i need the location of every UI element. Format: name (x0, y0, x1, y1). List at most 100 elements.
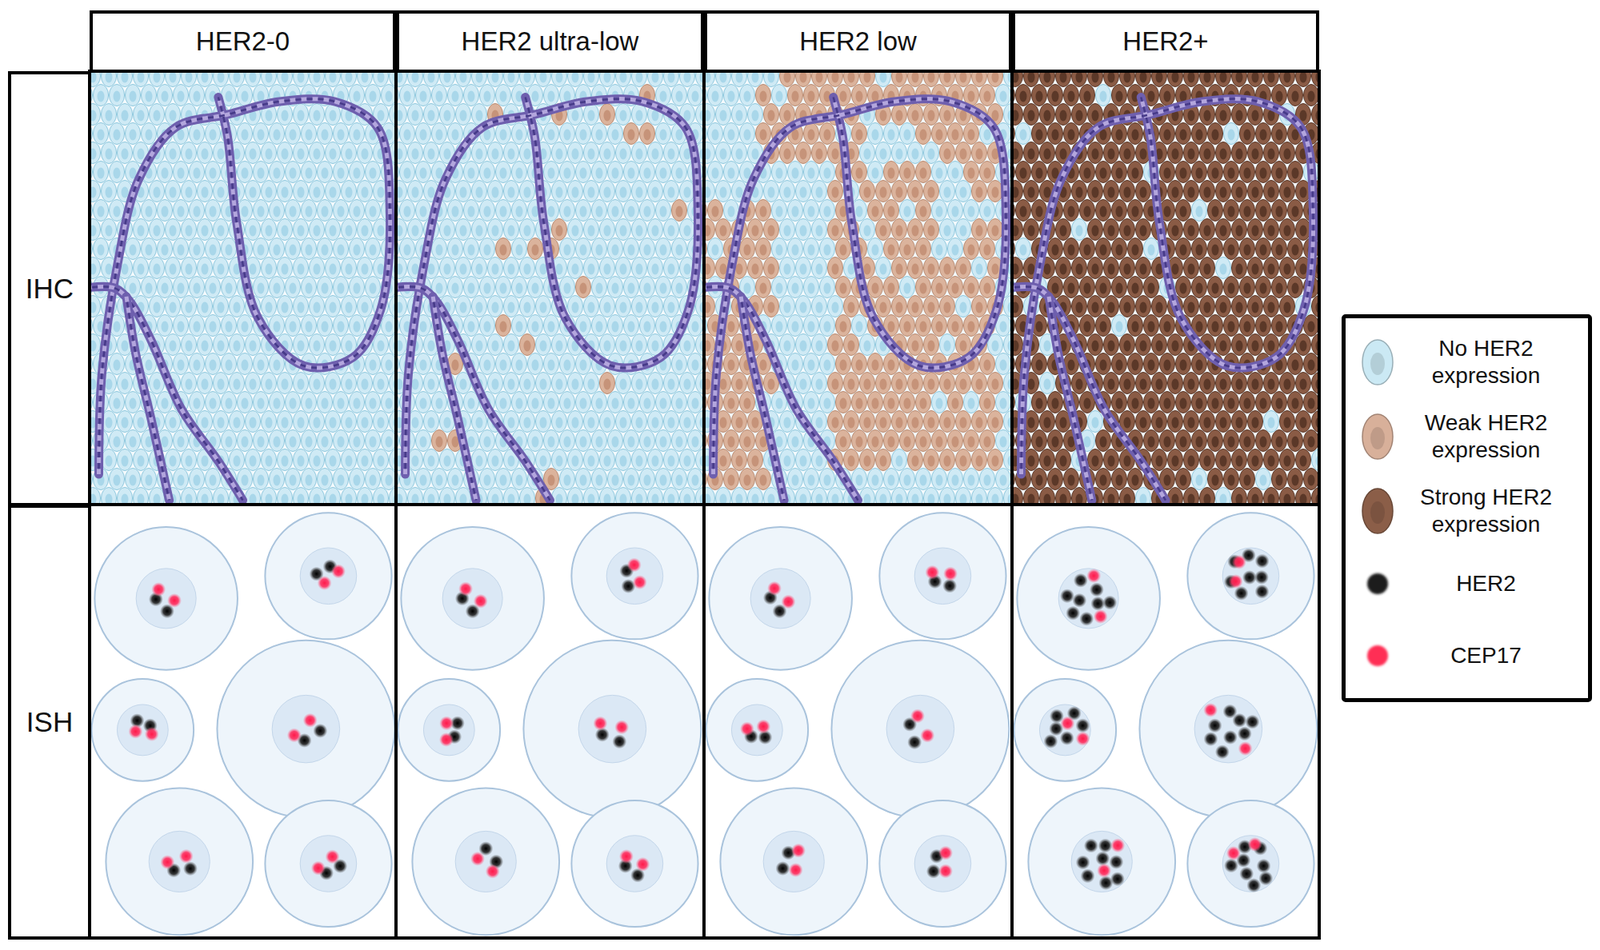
cell-nucleus (353, 436, 361, 448)
cell-body (285, 238, 301, 260)
cell-nucleus (281, 264, 289, 276)
tumor-cell (624, 200, 640, 222)
tumor-cell (189, 392, 205, 414)
cell-nucleus (337, 206, 345, 218)
cell-body (165, 257, 181, 280)
tumor-cell (213, 372, 229, 395)
tumor-cell (221, 353, 237, 376)
cell-nucleus (548, 91, 556, 103)
tumor-cell (680, 180, 696, 203)
tumor-cell (504, 71, 520, 88)
cell-nucleus (377, 340, 385, 352)
cell-body (648, 180, 664, 203)
tumor-cell (277, 219, 293, 241)
tumor-cell (424, 104, 440, 126)
cell-body (269, 468, 285, 491)
cell-nucleus (201, 225, 209, 237)
tumor-cell (117, 372, 133, 395)
cell-body (285, 392, 301, 414)
tumor-cell (400, 123, 416, 145)
cell-body (640, 123, 656, 145)
tumor-cell (333, 315, 349, 337)
tumor-cell (640, 161, 656, 184)
tumor-cell (301, 468, 317, 491)
cell-nucleus (217, 225, 225, 237)
cell-body (608, 238, 624, 260)
cell-body (141, 238, 157, 260)
cell-body (109, 430, 125, 452)
cell-nucleus (337, 168, 345, 180)
cell-body (197, 257, 213, 280)
cell-body (149, 257, 165, 280)
cell-body (237, 315, 253, 337)
cell-nucleus (452, 91, 460, 103)
tumor-cell (149, 71, 165, 88)
tumor-cell (173, 200, 189, 222)
tumor-cell (616, 142, 632, 164)
tumor-cell (648, 219, 664, 241)
tumor-cell (317, 238, 333, 260)
tumor-cell (349, 468, 365, 491)
tumor-cell (165, 219, 181, 241)
cell-nucleus (337, 321, 345, 333)
tumor-cell (277, 257, 293, 280)
cell-nucleus (420, 91, 428, 103)
cell-nucleus (345, 148, 353, 160)
cell-body (309, 219, 325, 241)
cell-body (125, 238, 141, 260)
tumor-cell (229, 71, 245, 88)
tumor-cell (245, 71, 261, 88)
cell-body (229, 411, 245, 433)
tumor-cell (576, 123, 592, 145)
cell-nucleus (161, 436, 169, 448)
cell-body (149, 488, 165, 506)
cell-body (213, 411, 229, 433)
tumor-cell (125, 238, 141, 260)
tumor-cell (504, 219, 520, 241)
cell-nucleus (476, 72, 484, 84)
cell-body (101, 104, 117, 126)
tumor-cell (349, 276, 365, 299)
cell-body (349, 430, 365, 452)
tumor-cell (325, 257, 341, 280)
cell-nucleus (420, 206, 428, 218)
cell-nucleus (556, 187, 564, 199)
cell-body (357, 449, 373, 472)
tumor-cell (165, 334, 181, 356)
tumor-cell (400, 84, 416, 107)
cell-nucleus (153, 187, 161, 199)
tumor-cell (149, 488, 165, 506)
cell-nucleus (337, 244, 345, 256)
cell-body (293, 449, 309, 472)
cell-nucleus (185, 225, 193, 237)
cell-nucleus (412, 187, 420, 199)
tumor-cell (101, 449, 117, 472)
tumor-cell (341, 257, 357, 280)
tumor-cell (464, 84, 480, 107)
cell-body (197, 296, 213, 318)
cell-nucleus (428, 72, 436, 84)
cell-nucleus (281, 494, 289, 506)
cell-body (301, 430, 317, 452)
cell-body (157, 84, 173, 107)
cell-body (512, 238, 528, 260)
tumor-cell (672, 161, 688, 184)
cell-body (349, 315, 365, 337)
cell-body (261, 142, 277, 164)
cell-body (277, 411, 293, 433)
cell-body (381, 430, 397, 452)
cell-nucleus (564, 206, 572, 218)
tumor-cell (325, 334, 341, 356)
cell-body (496, 238, 512, 260)
cell-nucleus (145, 283, 153, 295)
cell-body (408, 142, 424, 164)
tumor-cell (365, 353, 381, 376)
cell-body (165, 296, 181, 318)
cell-body (640, 161, 656, 184)
cell-body (301, 123, 317, 145)
tumor-cell (373, 488, 389, 506)
cell-nucleus (177, 321, 185, 333)
cell-body (365, 238, 381, 260)
cell-nucleus (636, 110, 644, 122)
tumor-cell (165, 449, 181, 472)
